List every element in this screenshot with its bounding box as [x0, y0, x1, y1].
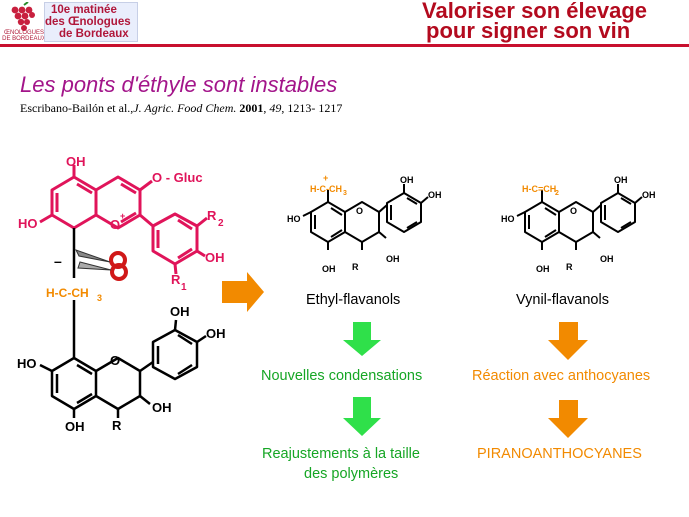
ethyl-group-label: H-C-CH [310, 184, 342, 194]
event-line-2: des Œnologues [45, 16, 131, 28]
vinyl-oh-b: OH [642, 190, 656, 200]
ethyl-ho: HO [287, 214, 301, 224]
reaction-anthocyanes-label: Réaction avec anthocyanes [472, 368, 651, 384]
logo-caption: ŒNOLOGUES DE BORDEAUX [2, 30, 46, 42]
arrow-down-orange-2 [548, 400, 588, 438]
o-ring-label: O [110, 217, 120, 232]
event-line-1: 10e matinée [51, 4, 117, 16]
ethyl-oh-c: OH [322, 264, 336, 274]
ethyl-plus: + [323, 173, 328, 183]
citation-pages: 1213- 1217 [287, 101, 343, 115]
header-title-line-2: pour signer son vin [426, 18, 631, 43]
lower-ho: HO [17, 356, 37, 371]
vinyl-group-sub: 2 [555, 190, 559, 197]
ethyl-bridge-label: H-C-CH [46, 286, 89, 300]
lower-oh-d: OH [65, 419, 85, 434]
ethyl-group-sub: 3 [343, 190, 347, 197]
minus-sign: – [54, 253, 62, 269]
r2-label: R [207, 208, 217, 223]
event-line-3: de Bordeaux [59, 28, 129, 40]
vinyl-oh-c: OH [536, 264, 550, 274]
arrow-down-green-2 [343, 397, 381, 436]
o-gluc-label: O - Gluc [152, 170, 203, 185]
flavanol-structure [39, 319, 207, 418]
arrow-down-orange-1 [548, 322, 588, 360]
ethyl-oh-d: OH [386, 254, 400, 264]
oh-label-right: OH [205, 250, 225, 265]
ethyl-o: O [356, 206, 363, 216]
ethyl-oh-a: OH [400, 175, 414, 185]
lower-r: R [112, 418, 122, 433]
arrow-down-green-1 [343, 322, 381, 356]
citation-journal: J. Agric. Food Chem. [133, 101, 237, 115]
nouvelles-condensations-label: Nouvelles condensations [261, 368, 423, 384]
arrow-right-orange [222, 272, 264, 312]
slide-title: Les ponts d'éthyle sont instables [20, 72, 338, 97]
vinyl-o: O [570, 206, 577, 216]
scissors-icon [74, 249, 128, 281]
citation-authors: Escribano-Bailón et al., [20, 101, 134, 115]
vinyl-oh-a: OH [614, 175, 628, 185]
ho-label-left: HO [18, 216, 38, 231]
citation-volume: 49 [269, 101, 282, 115]
ethyl-r: R [352, 262, 359, 272]
lower-o: O [110, 353, 120, 368]
o-plus-label: + [120, 211, 125, 221]
r1-label: R [171, 272, 181, 287]
lower-oh-a: OH [170, 304, 190, 319]
reajustements-line-2: des polymères [304, 466, 399, 482]
grape-logo-icon [11, 1, 35, 31]
oenologues-logo [6, 1, 42, 42]
ethyl-flavanol-structure [302, 184, 429, 250]
citation-year: 2001 [239, 101, 264, 115]
ethyl-oh-b: OH [428, 190, 442, 200]
piranoanthocyanes-label: PIRANOANTHOCYANES [477, 446, 642, 462]
vinyl-ho: HO [501, 214, 515, 224]
event-badge: 10e matinée des Œnologues de Bordeaux [44, 2, 138, 42]
ethyl-bridge-sub: 3 [97, 293, 102, 303]
vinyl-oh-d: OH [600, 254, 614, 264]
lower-oh-b: OH [206, 326, 226, 341]
citation: Escribano-Bailón et al.,J. Agric. Food C… [20, 101, 343, 115]
header-title-line-1: Valoriser son élevage [422, 0, 648, 23]
ethyl-flavanols-label: Ethyl-flavanols [306, 292, 401, 308]
header-divider [0, 44, 689, 47]
r1-sub: 1 [181, 282, 187, 293]
reajustements-line-1: Reajustements à la taille [262, 446, 420, 462]
r2-sub: 2 [218, 218, 224, 229]
vinyl-flavanols-label: Vynil-flavanols [516, 292, 609, 308]
oh-label-top: OH [66, 154, 86, 169]
vinyl-r: R [566, 262, 573, 272]
lower-oh-c: OH [152, 400, 172, 415]
vinyl-group-label: H-C=CH [522, 184, 556, 194]
vinyl-flavanol-structure [516, 184, 643, 250]
